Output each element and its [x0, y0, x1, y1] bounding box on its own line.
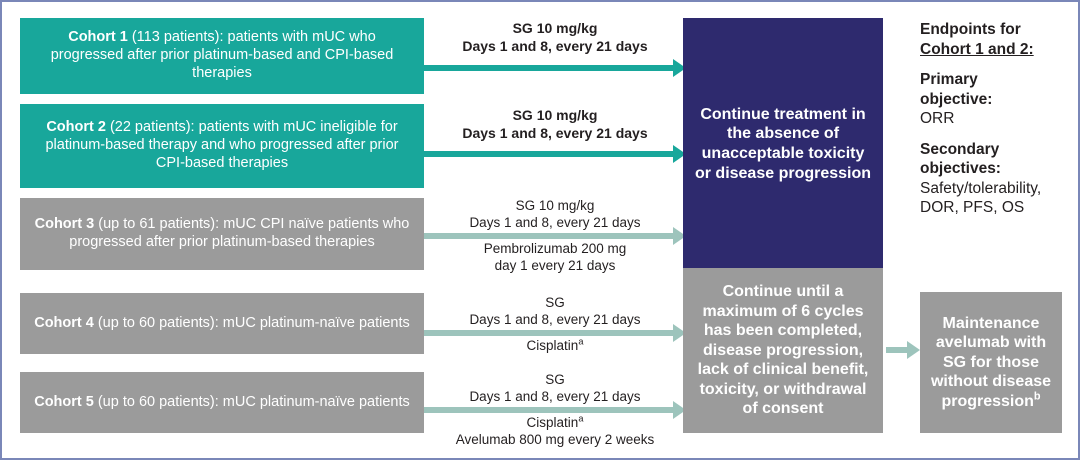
arrow-head	[673, 145, 686, 163]
regimen-4-line-3: Cisplatina	[430, 336, 680, 355]
stage-box-continue-treatment: Continue treatment in the absence of una…	[683, 18, 883, 270]
arrow-shaft	[424, 65, 674, 71]
regimen-label-cohort-5-above: SG Days 1 and 8, every 21 days	[430, 372, 680, 406]
cohort-3-label: Cohort 3	[34, 216, 95, 233]
cohort-box-2: Cohort 2 (22 patients): patients with mU…	[20, 104, 424, 188]
arrow-shaft	[424, 330, 674, 336]
arrow-head	[907, 341, 920, 359]
regimen-4-drug: Cisplatin	[526, 338, 579, 353]
footnote-marker-b: b	[1033, 390, 1041, 403]
primary-objective-label-line-1: Primary	[920, 71, 978, 89]
cohort-5-description: (up to 60 patients): mUC platinum-naïve …	[93, 393, 410, 410]
maintenance-body: Maintenance avelumab with SG for those w…	[930, 314, 1052, 410]
arrow-shaft	[424, 151, 674, 157]
secondary-objectives-value-line-2: DOR, PFS, OS	[920, 199, 1025, 217]
regimen-3-line-1: SG 10 mg/kg	[515, 198, 595, 213]
arrow-shaft	[424, 233, 674, 239]
secondary-objectives-label-line-1: Secondary	[920, 140, 1000, 158]
arrow-cohort-3	[424, 227, 686, 245]
regimen-5-drug: Cisplatin	[526, 415, 579, 430]
secondary-objectives-group: Secondary objectives: Safety/tolerabilit…	[920, 140, 1070, 218]
regimen-5-line-3: Cisplatina	[420, 413, 690, 432]
arrow-shaft	[424, 407, 674, 413]
cohort-4-label: Cohort 4	[34, 314, 94, 331]
footnote-marker-a: a	[578, 336, 584, 347]
arrow-cohort-5	[424, 401, 686, 419]
arrow-head	[673, 59, 686, 77]
regimen-3-line-4: day 1 every 21 days	[494, 257, 616, 273]
footnote-marker-a: a	[578, 413, 584, 424]
stage-box-maintenance: Maintenance avelumab with SG for those w…	[920, 292, 1062, 433]
cohort-1-label: Cohort 1	[68, 29, 128, 46]
regimen-label-cohort-3-above: SG 10 mg/kg Days 1 and 8, every 21 days	[430, 198, 680, 232]
continue-treatment-text: Continue treatment in the absence of una…	[694, 105, 872, 182]
regimen-5-line-1: SG	[545, 372, 565, 387]
cohort-box-1: Cohort 1 (113 patients): patients with m…	[20, 18, 424, 94]
cohort-4-text: Cohort 4 (up to 60 patients): mUC platin…	[34, 315, 410, 333]
cohort-5-label: Cohort 5	[34, 393, 94, 410]
regimen-label-cohort-1: SG 10 mg/kg Days 1 and 8, every 21 days	[430, 20, 680, 55]
arrow-shaft	[886, 347, 908, 353]
arrow-cohort-1	[424, 59, 686, 77]
cohort-2-text: Cohort 2 (22 patients): patients with mU…	[30, 119, 414, 172]
arrow-head	[673, 227, 686, 245]
secondary-objectives-value-line-1: Safety/tolerability,	[920, 179, 1042, 197]
regimen-5-line-4: Avelumab 800 mg every 2 weeks	[455, 431, 655, 447]
cohort-box-5: Cohort 5 (up to 60 patients): mUC platin…	[20, 372, 424, 433]
regimen-label-cohort-4-below: Cisplatina	[430, 336, 680, 355]
regimen-3-line-2: Days 1 and 8, every 21 days	[469, 214, 641, 230]
endpoints-title-line-1: Endpoints for	[920, 21, 1021, 38]
cohort-1-text: Cohort 1 (113 patients): patients with m…	[30, 29, 414, 82]
regimen-label-cohort-5-below: Cisplatina Avelumab 800 mg every 2 weeks	[420, 413, 690, 449]
regimen-3-line-3: Pembrolizumab 200 mg	[483, 241, 627, 256]
regimen-4-line-2: Days 1 and 8, every 21 days	[469, 311, 641, 327]
arrow-to-maintenance	[886, 341, 920, 359]
cohort-1-description: (113 patients): patients with mUC who pr…	[50, 29, 394, 81]
endpoints-panel: Endpoints for Cohort 1 and 2: Primary ob…	[920, 20, 1070, 218]
maintenance-text: Maintenance avelumab with SG for those w…	[930, 314, 1052, 412]
regimen-label-cohort-2: SG 10 mg/kg Days 1 and 8, every 21 days	[430, 107, 680, 142]
endpoints-title-line-2: Cohort 1 and 2:	[920, 40, 1034, 58]
arrow-head	[673, 401, 686, 419]
secondary-objectives-label-line-2: objectives:	[920, 160, 1001, 178]
cohort-2-description: (22 patients): patients with mUC ineligi…	[45, 119, 399, 171]
regimen-2-line-1: SG 10 mg/kg	[512, 107, 598, 123]
primary-objective-value: ORR	[920, 110, 955, 128]
regimen-2-line-2: Days 1 and 8, every 21 days	[462, 124, 648, 141]
cohort-5-text: Cohort 5 (up to 60 patients): mUC platin…	[34, 394, 410, 412]
cohort-3-text: Cohort 3 (up to 61 patients): mUC CPI na…	[30, 216, 414, 251]
cohort-2-label: Cohort 2	[46, 119, 106, 136]
regimen-1-line-1: SG 10 mg/kg	[512, 20, 598, 36]
cohort-4-description: (up to 60 patients): mUC platinum-naïve …	[93, 314, 410, 331]
stage-box-continue-cycles: Continue until a maximum of 6 cycles has…	[683, 268, 883, 433]
regimen-1-line-2: Days 1 and 8, every 21 days	[462, 37, 648, 54]
regimen-label-cohort-4-above: SG Days 1 and 8, every 21 days	[430, 295, 680, 329]
cohort-3-description: (up to 61 patients): mUC CPI naïve patie…	[69, 216, 410, 250]
regimen-4-line-1: SG	[545, 295, 565, 310]
primary-objective-label-line-2: objective:	[920, 90, 993, 108]
regimen-5-line-2: Days 1 and 8, every 21 days	[469, 388, 641, 404]
regimen-label-cohort-3-below: Pembrolizumab 200 mg day 1 every 21 days	[430, 241, 680, 275]
cohort-box-3: Cohort 3 (up to 61 patients): mUC CPI na…	[20, 198, 424, 270]
arrow-cohort-4	[424, 324, 686, 342]
arrow-cohort-2	[424, 145, 686, 163]
cohort-box-4: Cohort 4 (up to 60 patients): mUC platin…	[20, 293, 424, 354]
arrow-head	[673, 324, 686, 342]
continue-cycles-text: Continue until a maximum of 6 cycles has…	[697, 283, 869, 418]
primary-objective-group: Primary objective: ORR	[920, 70, 1070, 129]
